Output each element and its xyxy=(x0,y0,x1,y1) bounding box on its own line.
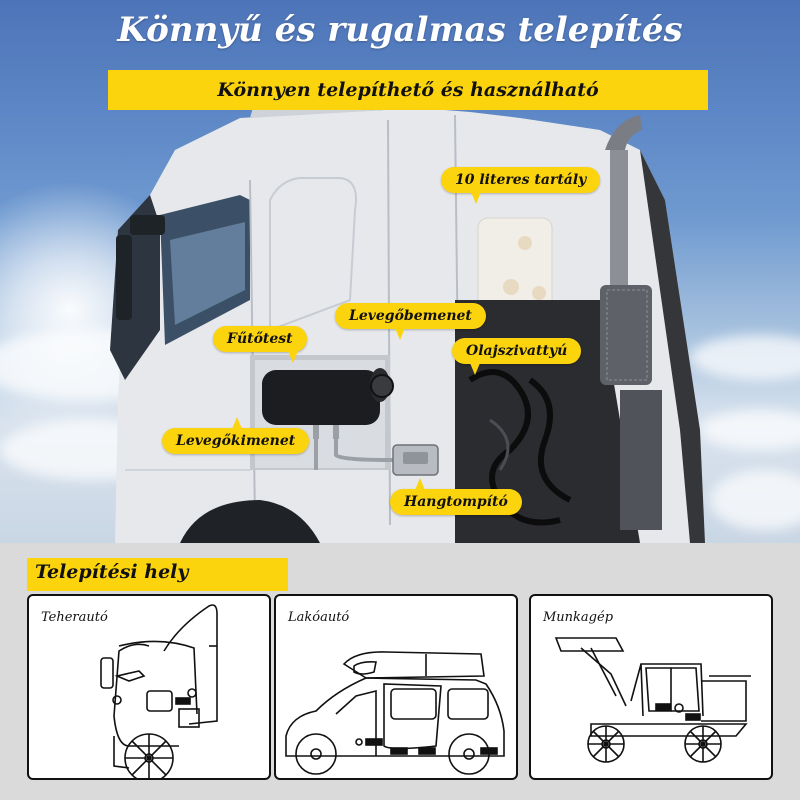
truck-cab-diagram-icon xyxy=(100,604,218,778)
installation-section: Telepítési hely Teherautó xyxy=(0,543,800,800)
callout-label: 10 literes tartály xyxy=(455,172,587,188)
callout-label: Olajszivattyú xyxy=(466,343,568,359)
callout-label: Hangtompító xyxy=(404,494,508,510)
callout-label: Levegőkimenet xyxy=(176,433,296,449)
subtitle-text: Könnyen telepíthető és használható xyxy=(217,79,599,101)
callout-tank: 10 literes tartály xyxy=(441,167,601,204)
loader-machine-diagram-icon xyxy=(554,637,751,763)
card-machine: Munkagép xyxy=(529,594,773,780)
card-camper: Lakóautó xyxy=(274,594,518,780)
page-title: Könnyű és rugalmas telepítés xyxy=(117,10,683,50)
callout-oil-pump: Olajszivattyú xyxy=(452,338,582,375)
hero-photo: Könnyű és rugalmas telepítés Könnyen tel… xyxy=(0,0,800,543)
callout-heater: Fűtőtest xyxy=(213,326,307,363)
card-label-machine: Munkagép xyxy=(543,610,614,625)
section-title: Telepítési hely xyxy=(27,558,288,591)
card-label-truck: Teherautó xyxy=(41,610,108,625)
card-label-camper: Lakóautó xyxy=(288,610,350,625)
callout-air-inlet: Levegőbemenet xyxy=(335,303,486,340)
cloud xyxy=(710,470,800,530)
camper-van-diagram-icon xyxy=(285,651,505,775)
callout-label: Levegőbemenet xyxy=(349,308,472,324)
callout-label: Fűtőtest xyxy=(227,331,293,347)
subtitle-banner: Könnyen telepíthető és használható xyxy=(108,70,708,110)
cloud xyxy=(690,335,800,380)
card-truck: Teherautó xyxy=(27,594,271,780)
callout-air-outlet: Levegőkimenet xyxy=(162,417,310,454)
callout-muffler: Hangtompító xyxy=(390,478,522,515)
cloud xyxy=(700,410,800,450)
